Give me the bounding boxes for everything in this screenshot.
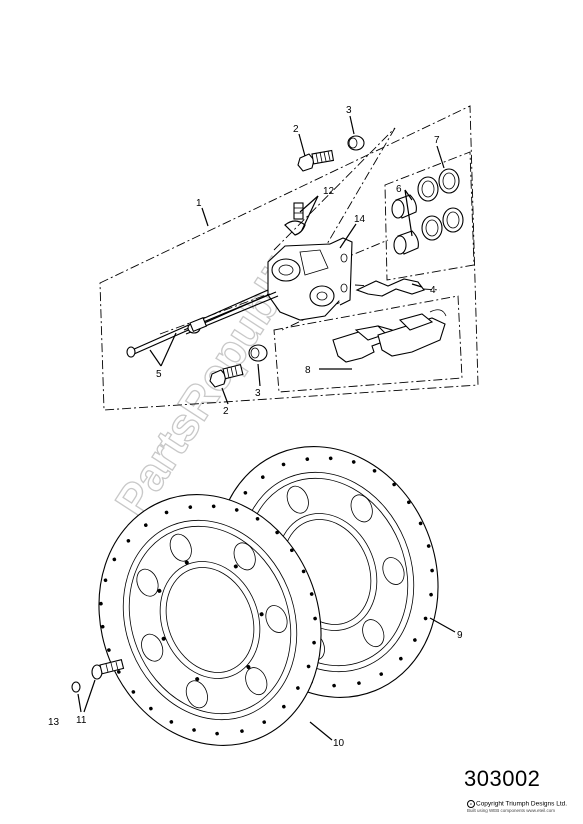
pistons	[391, 194, 419, 255]
callout-3-lower: 3	[255, 388, 261, 399]
callout-1: 1	[196, 198, 202, 209]
pad-pins	[126, 289, 279, 358]
copyright-text: Copyright Triumph Designs Ltd.	[476, 800, 568, 808]
callout-6: 6	[396, 184, 402, 195]
callout-9: 9	[457, 630, 463, 641]
built-with-line: Built using WEB components www.eteil.com	[467, 808, 556, 813]
callout-labels: 1 2 3 7 6 12 14 4 5 8 2 3 9 10 13 11	[48, 105, 463, 749]
disc-bolt-washer	[71, 681, 81, 693]
callout-13: 13	[48, 717, 60, 728]
brake-caliper	[267, 237, 353, 321]
diagram-reference-number: 303002	[464, 766, 541, 791]
callout-14: 14	[354, 214, 366, 225]
callout-10: 10	[333, 738, 345, 749]
caliper-bolt-top	[297, 149, 335, 172]
callout-7: 7	[434, 135, 440, 146]
caliper-bolt-lower	[209, 363, 244, 388]
callout-8: 8	[305, 365, 311, 376]
washer-top	[347, 135, 365, 151]
caliper-assembly-outline	[99, 105, 479, 411]
callout-3-top: 3	[346, 105, 352, 116]
brake-disc-front	[98, 494, 322, 746]
callout-2-top: 2	[293, 124, 299, 135]
pad-kit-box	[273, 295, 463, 393]
piston-seals	[417, 168, 464, 241]
callout-12: 12	[323, 186, 335, 197]
washer-lower	[248, 344, 268, 362]
piston-kit-box	[384, 151, 475, 281]
pad-spring	[355, 278, 425, 297]
leader-lines	[77, 115, 456, 741]
brake-pads	[332, 309, 447, 363]
callout-2-lower: 2	[223, 406, 229, 417]
callout-4: 4	[430, 285, 436, 296]
callout-5: 5	[156, 369, 162, 380]
disc-bolt	[91, 659, 125, 680]
copyright-icon: c	[467, 800, 475, 808]
bleed-nipple	[284, 202, 306, 236]
callout-11: 11	[76, 715, 87, 726]
